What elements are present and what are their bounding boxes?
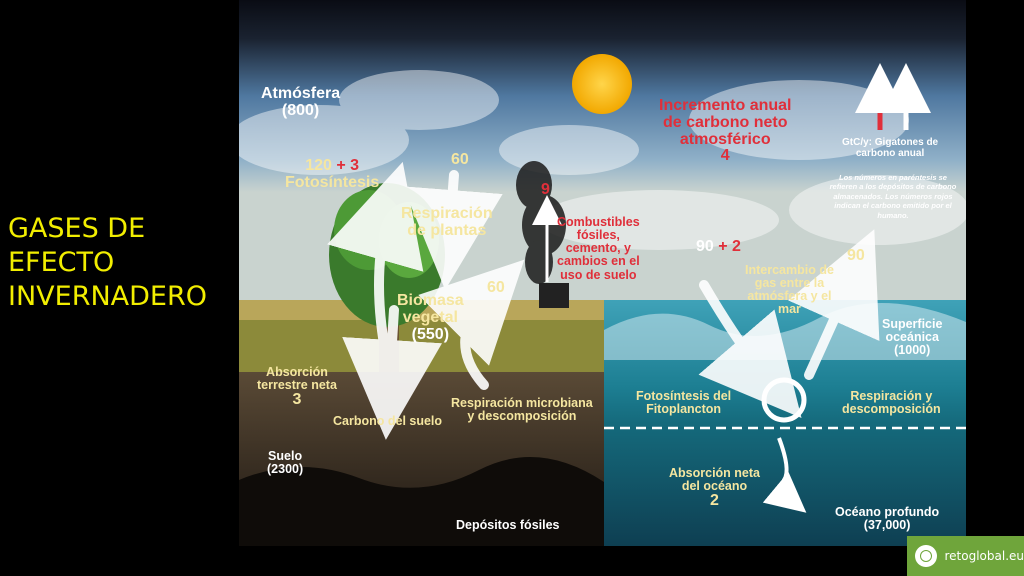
gas-exchange-out-value: 90 (847, 247, 865, 264)
microbial-respiration-label: Respiración microbiana y descomposición (451, 396, 593, 424)
soil-label: Suelo (2300) (267, 449, 304, 477)
photosynthesis-label: 120 + 3 Fotosíntesis (285, 157, 380, 192)
annual-increase-label: Incremento anual de carbono neto atmosfé… (659, 97, 792, 165)
phytoplankton-label: Fotosíntesis del Fitoplancton (636, 389, 732, 417)
soil-title: Suelo (268, 449, 303, 463)
ocean-resp-line1: Respiración y (850, 389, 933, 403)
factory (539, 283, 569, 308)
photosynthesis-value: 120 (305, 157, 332, 174)
legend-line-2: carbono anual (855, 147, 925, 159)
globe-icon (915, 545, 937, 567)
legend-note: Los números en paréntesis se refieren a … (829, 173, 957, 220)
land-line-2: terrestre neta (257, 378, 337, 393)
fossil-line-2: fósiles, (576, 228, 620, 243)
ocean-abs-line1: Absorción neta (669, 466, 760, 480)
microbial-respiration-value: 60 (487, 279, 505, 296)
fossil-line-4: cambios en el (557, 254, 640, 269)
biomass-store: (550) (411, 325, 450, 343)
fossil-line-3: cemento, y (565, 241, 631, 256)
phyto-line2: Fitoplancton (646, 402, 722, 417)
atmosphere-title: Atmósfera (261, 85, 341, 102)
fossil-line-5: uso de suelo (560, 267, 637, 282)
deep-ocean-title: Océano profundo (835, 505, 940, 519)
gas-line-1: Intercambio de (745, 263, 834, 277)
biomass-line-2: vegetal (402, 308, 458, 326)
ocean-cycle-arrow (761, 377, 807, 423)
land-absorption-label: Absorción terrestre neta 3 (257, 365, 337, 409)
ocean-respiration-label: Respiración y descomposición (842, 389, 941, 417)
plant-respiration-line1: Respiración (401, 205, 493, 222)
gas-line-3: atmósfera y el (747, 289, 832, 304)
annual-value: 4 (720, 147, 730, 165)
land-line-1: Absorción (266, 365, 328, 379)
ocean-abs-value: 2 (710, 492, 719, 510)
gas-line-4: mar (777, 302, 801, 317)
annual-line-1: Incremento anual (659, 97, 792, 114)
ocean-abs-line2: del océano (681, 479, 748, 494)
ocean-absorption-label: Absorción neta del océano 2 (669, 466, 760, 510)
fossil-fuels-value: 9 (541, 181, 550, 198)
brand-text: retoglobal.eu (944, 549, 1024, 563)
annual-line-3: atmosférico (679, 130, 771, 148)
soil-carbon-label: Carbono del suelo (333, 414, 443, 428)
carbon-cycle-diagram: Atmósfera (800) 120 + 3 Fotosíntesis 60 … (239, 0, 966, 546)
legend-line-1: GtC/y: Gigatones de (842, 137, 939, 148)
microbial-line-1: Respiración microbiana (451, 396, 593, 410)
title-line-3: INVERNADERO (8, 281, 207, 312)
ocean-surface-line1: Superficie (882, 317, 943, 331)
ocean-sink-arrow (762, 437, 807, 513)
ocean-surface-store: (1000) (894, 343, 931, 358)
gas-exchange-label: Intercambio de gas entre la atmósfera y … (745, 263, 834, 317)
gas-exchange-in: 90 + 2 (696, 238, 741, 256)
brand-badge[interactable]: retoglobal.eu (907, 536, 1024, 576)
legend-label: GtC/y: Gigatones de carbono anual (842, 137, 939, 159)
fossil-line-1: Combustibles (557, 215, 640, 229)
deep-ocean-store: (37,000) (863, 518, 911, 533)
fossil-layer (239, 457, 604, 546)
biomass-line-1: Biomasa (397, 292, 464, 309)
diagram-artwork (239, 0, 966, 546)
clouds (239, 70, 966, 250)
annual-line-2: de carbono neto (663, 113, 788, 131)
photosynthesis-text: Fotosíntesis (285, 173, 380, 191)
slide-title: GASES DE EFECTO INVERNADERO (8, 212, 234, 314)
ocean-surface-label: Superficie oceánica (1000) (882, 317, 943, 358)
flux-arrows (327, 161, 880, 440)
gas-exchange-increment: + 2 (718, 238, 741, 255)
plant-respiration-value: 60 (451, 151, 469, 168)
deep-ocean-label: Océano profundo (37,000) (835, 505, 940, 533)
ocean-resp-line2: descomposición (842, 402, 941, 417)
soil-store: (2300) (267, 462, 304, 477)
fossil-deposits-label: Depósitos fósiles (456, 518, 560, 532)
atmosphere-label: Atmósfera (800) (261, 85, 341, 120)
plant-respiration-label: Respiración de plantas (401, 205, 493, 240)
ocean-surface-line2: oceánica (885, 330, 939, 345)
title-line-2: EFECTO (8, 247, 115, 278)
fossil-fuels-label: Combustibles fósiles, cemento, y cambios… (557, 215, 640, 282)
phyto-line1: Fotosíntesis del (636, 389, 732, 403)
gas-line-2: gas entre la (754, 276, 825, 291)
vegetal-biomass-label: Biomasa vegetal (550) (397, 292, 464, 343)
microbial-line-2: y descomposición (467, 409, 577, 424)
title-line-1: GASES DE (8, 213, 146, 244)
plant-respiration-line2: de plantas (407, 221, 487, 239)
sun (572, 54, 632, 114)
atmosphere-store: (800) (281, 101, 320, 119)
photosynthesis-increment: + 3 (336, 157, 360, 174)
gas-exchange-in-value: 90 (696, 238, 714, 255)
land-value: 3 (292, 391, 302, 409)
